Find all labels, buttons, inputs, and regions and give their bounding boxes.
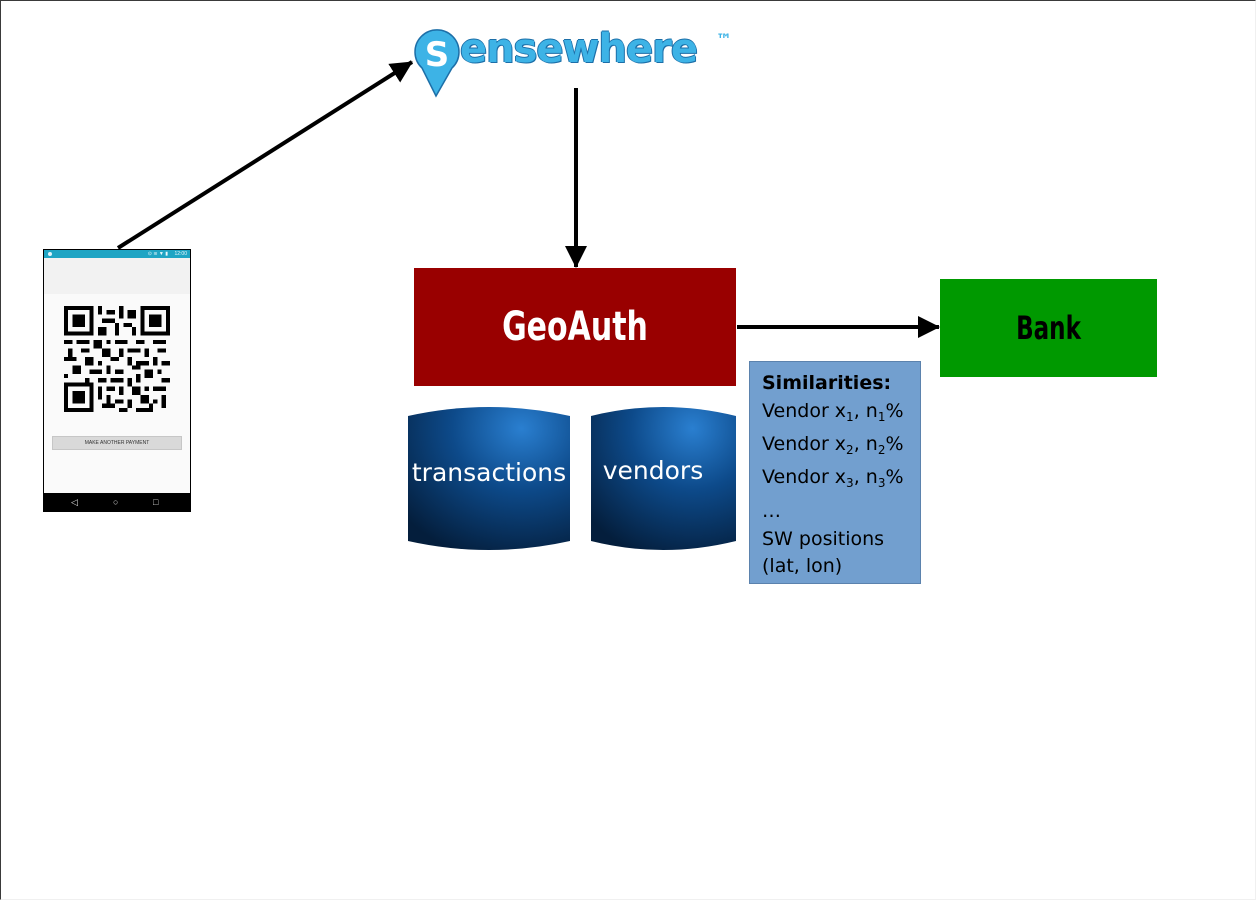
sw-positions-line: SW positions <box>762 528 885 550</box>
location-pin-icon: S <box>414 29 460 98</box>
bank-box: Bank <box>940 279 1157 377</box>
geoauth-box: GeoAuth <box>414 268 736 386</box>
transactions-label: transactions <box>411 458 567 487</box>
back-icon[interactable]: ◁ <box>71 497 78 507</box>
database-transactions <box>408 407 570 550</box>
vendor-line-1: Vendor x1, n1% <box>762 400 904 424</box>
lat-lon-line: (lat, lon) <box>762 555 843 577</box>
bank-label: Bank <box>1016 309 1081 347</box>
logo-trademark: ™ <box>716 30 732 49</box>
make-another-payment-button[interactable]: MAKE ANOTHER PAYMENT <box>52 436 182 450</box>
ellipsis-line: … <box>762 500 781 522</box>
recents-icon[interactable]: □ <box>153 497 159 507</box>
status-time: 12:00 <box>174 251 187 257</box>
status-icons: ⊙ ≋ ▼ ▮ <box>147 251 168 257</box>
vendors-label: vendors <box>602 456 704 485</box>
phone-status-bar: ⊙ ≋ ▼ ▮ 12:00 <box>44 250 190 258</box>
home-icon[interactable]: ○ <box>113 497 119 507</box>
logo-text: ensewhere <box>460 26 698 72</box>
vendor-line-3: Vendor x3, n3% <box>762 466 904 490</box>
geoauth-label: GeoAuth <box>502 304 648 350</box>
vendor-line-2: Vendor x2, n2% <box>762 433 904 457</box>
database-vendors <box>591 407 736 550</box>
app-header <box>44 258 190 294</box>
notification-icon <box>48 252 52 256</box>
phone-screen: ⊙ ≋ ▼ ▮ 12:00 <box>44 250 190 493</box>
similarities-box: Similarities: Vendor x1, n1% Vendor x2, … <box>749 361 921 584</box>
qr-code-icon <box>64 306 170 412</box>
sensewhere-logo: S ensewhere ™ <box>414 24 754 100</box>
phone-mockup: ⊙ ≋ ▼ ▮ 12:00 <box>43 249 191 512</box>
similarities-title: Similarities: <box>762 372 892 394</box>
phone-nav-bar: ◁ ○ □ <box>43 493 191 512</box>
pay-button-label: MAKE ANOTHER PAYMENT <box>84 440 150 446</box>
arrow-phone-to-sensewhere <box>116 60 414 250</box>
logo-s-letter: S <box>425 35 450 75</box>
